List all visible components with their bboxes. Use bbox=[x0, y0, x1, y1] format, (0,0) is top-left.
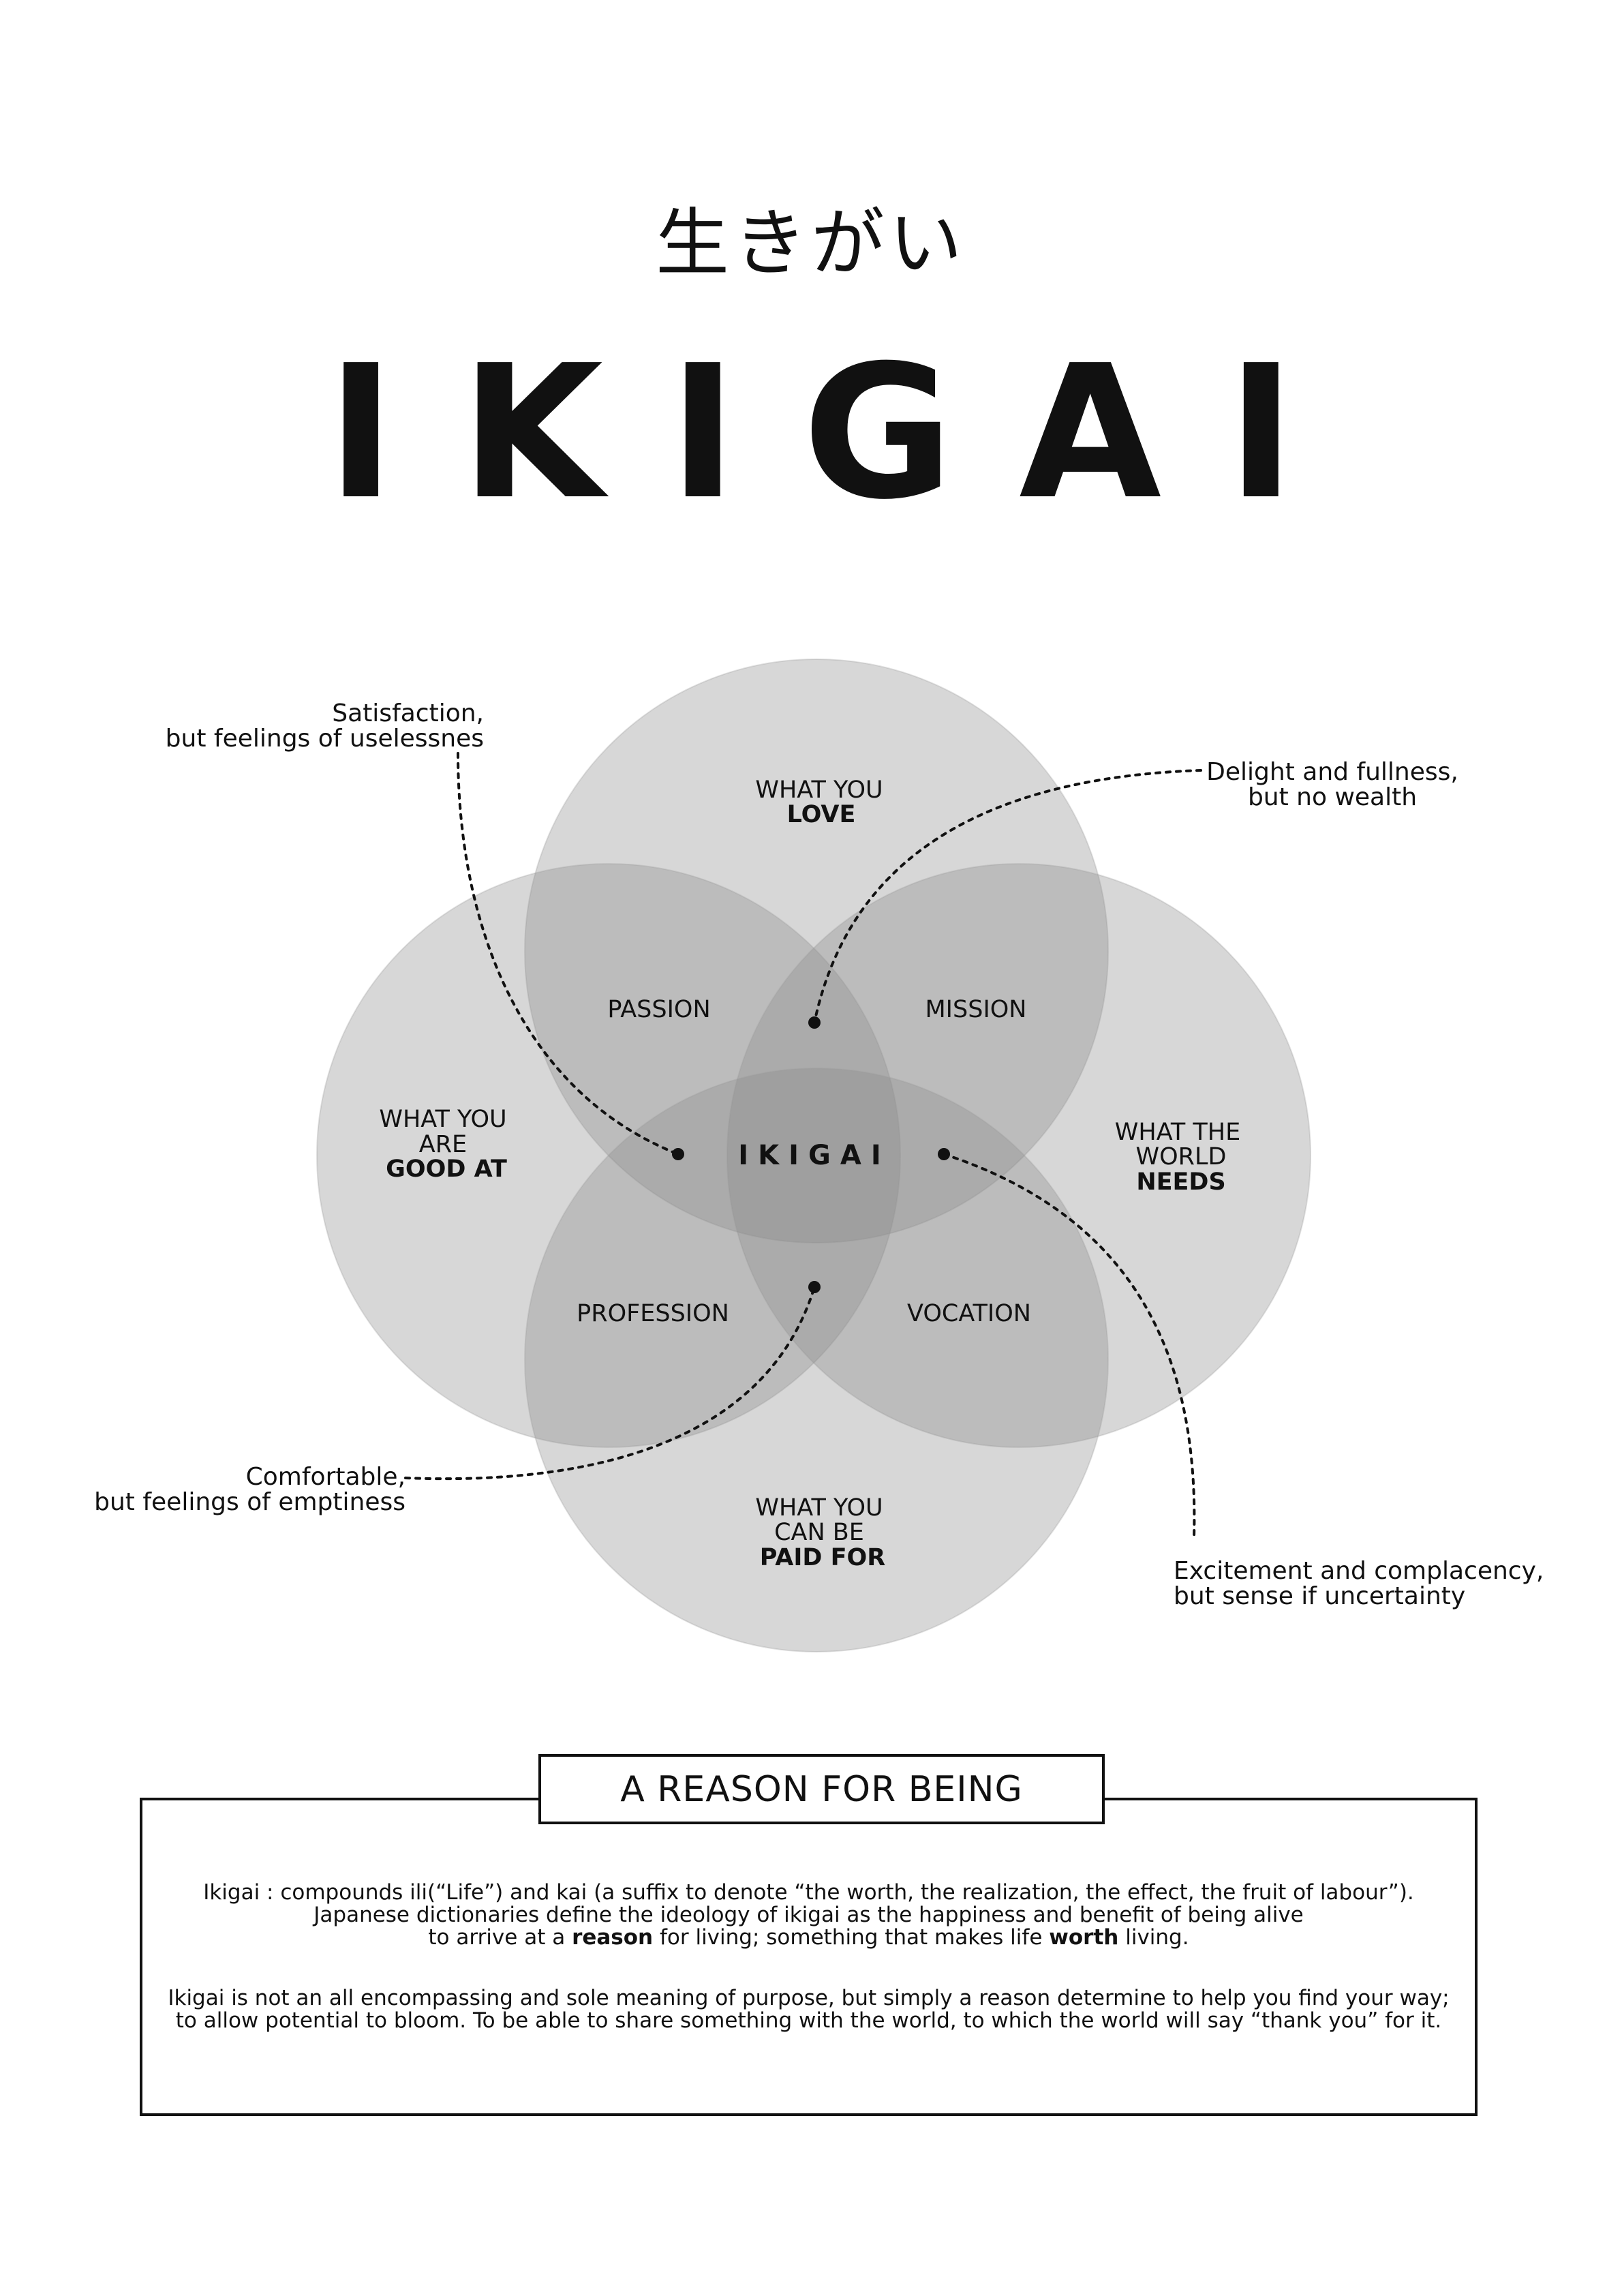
annotation-connectors bbox=[404, 752, 1202, 1539]
circle-what-you-love bbox=[524, 659, 1109, 1243]
annotation-top-right-line2: but no wealth bbox=[1247, 783, 1418, 811]
world-needs-label-line3: NEEDS bbox=[1136, 1168, 1225, 1196]
good-at-label-line1: WHAT YOU bbox=[379, 1106, 506, 1133]
annotation-dots bbox=[672, 1016, 950, 1293]
connector-top-left bbox=[457, 752, 679, 1155]
center-ikigai-label: IKIGAI bbox=[738, 1140, 890, 1171]
bold-reason: reason bbox=[572, 1925, 654, 1950]
line3-post: living. bbox=[1118, 1925, 1189, 1950]
line3-pre: to arrive at a bbox=[428, 1925, 572, 1950]
paid-for-label-line3: PAID FOR bbox=[760, 1544, 885, 1571]
circle-what-you-are-good-at bbox=[316, 863, 901, 1448]
annotation-bottom-right: Excitement and complacency, but sense if… bbox=[1174, 1558, 1544, 1609]
dot-passion-mission-vocation bbox=[808, 1016, 821, 1029]
passion-label: PASSION bbox=[607, 996, 710, 1023]
vocation-label: VOCATION bbox=[907, 1300, 1031, 1327]
dot-mission-profession-vocation bbox=[938, 1148, 950, 1160]
world-needs-label-line1: WHAT THE bbox=[1115, 1119, 1240, 1146]
annotation-bottom-left-line1: Comfortable, bbox=[245, 1463, 406, 1491]
connector-bottom-right bbox=[943, 1153, 1196, 1539]
annotation-bottom-right-line2: but sense if uncertainty bbox=[1174, 1582, 1466, 1610]
dot-passion-profession-vocation bbox=[808, 1281, 821, 1293]
circle-what-the-world-needs bbox=[726, 863, 1311, 1448]
annotation-top-left-line2: but feelings of uselessnes bbox=[165, 725, 484, 753]
overlap-labels: PASSION MISSION PROFESSION VOCATION IKIG… bbox=[577, 996, 1031, 1327]
paid-for-label-line1: WHAT YOU bbox=[755, 1494, 883, 1522]
page-title: IKIGAI bbox=[326, 325, 1361, 540]
annotation-top-left-line1: Satisfaction, bbox=[332, 699, 484, 727]
annotation-top-right: Delight and fullness, but no wealth bbox=[1196, 759, 1469, 810]
annotation-top-left: Satisfaction, but feelings of uselessnes bbox=[166, 701, 484, 751]
annotation-bottom-right-line1: Excitement and complacency, bbox=[1174, 1557, 1544, 1585]
reason-paragraph-2-line2: to allow potential to bloom. To be able … bbox=[175, 2008, 1442, 2033]
reason-for-being-title: A REASON FOR BEING bbox=[538, 1754, 1105, 1824]
annotation-top-right-line1: Delight and fullness, bbox=[1206, 758, 1458, 786]
reason-paragraph-2-line1: Ikigai is not an all encompassing and so… bbox=[168, 1986, 1450, 2010]
annotation-bottom-left: Comfortable, but feelings of emptiness bbox=[94, 1464, 406, 1515]
good-at-label-line2: ARE bbox=[419, 1131, 467, 1158]
dot-passion-mission-profession bbox=[672, 1148, 684, 1160]
circle-labels: WHAT YOU LOVE WHAT YOU ARE GOOD AT WHAT … bbox=[379, 776, 1240, 1571]
good-at-label-line3: GOOD AT bbox=[386, 1155, 507, 1183]
profession-label: PROFESSION bbox=[577, 1300, 729, 1327]
connector-bottom-left bbox=[404, 1286, 816, 1481]
mission-label: MISSION bbox=[925, 996, 1026, 1023]
bold-worth: worth bbox=[1049, 1925, 1119, 1950]
world-needs-label-line2: WORLD bbox=[1136, 1143, 1227, 1170]
reason-paragraph-1-line1: Ikigai : compounds ili(“Life”) and kai (… bbox=[203, 1880, 1414, 1905]
venn-circles bbox=[316, 659, 1311, 1652]
reason-paragraph-1-line3: to arrive at a reason for living; someth… bbox=[140, 1927, 1478, 1949]
reason-paragraph-1-line2: Japanese dictionaries define the ideolog… bbox=[313, 1903, 1304, 1927]
paid-for-label-line2: CAN BE bbox=[774, 1519, 864, 1546]
japanese-title: 生きがい bbox=[655, 201, 966, 286]
circle-what-you-can-be-paid-for bbox=[524, 1068, 1109, 1652]
reason-paragraph-1: Ikigai : compounds ili(“Life”) and kai (… bbox=[140, 1882, 1478, 1949]
love-label-line1: WHAT YOU bbox=[755, 776, 883, 804]
reason-paragraph-2: Ikigai is not an all encompassing and so… bbox=[140, 1987, 1478, 2032]
annotation-bottom-left-line2: but feelings of emptiness bbox=[94, 1488, 406, 1516]
connector-top-right bbox=[813, 769, 1202, 1024]
reason-for-being-box bbox=[140, 1798, 1478, 2116]
line3-mid: for living; something that makes life bbox=[653, 1925, 1050, 1950]
love-label-line2: LOVE bbox=[787, 801, 856, 828]
